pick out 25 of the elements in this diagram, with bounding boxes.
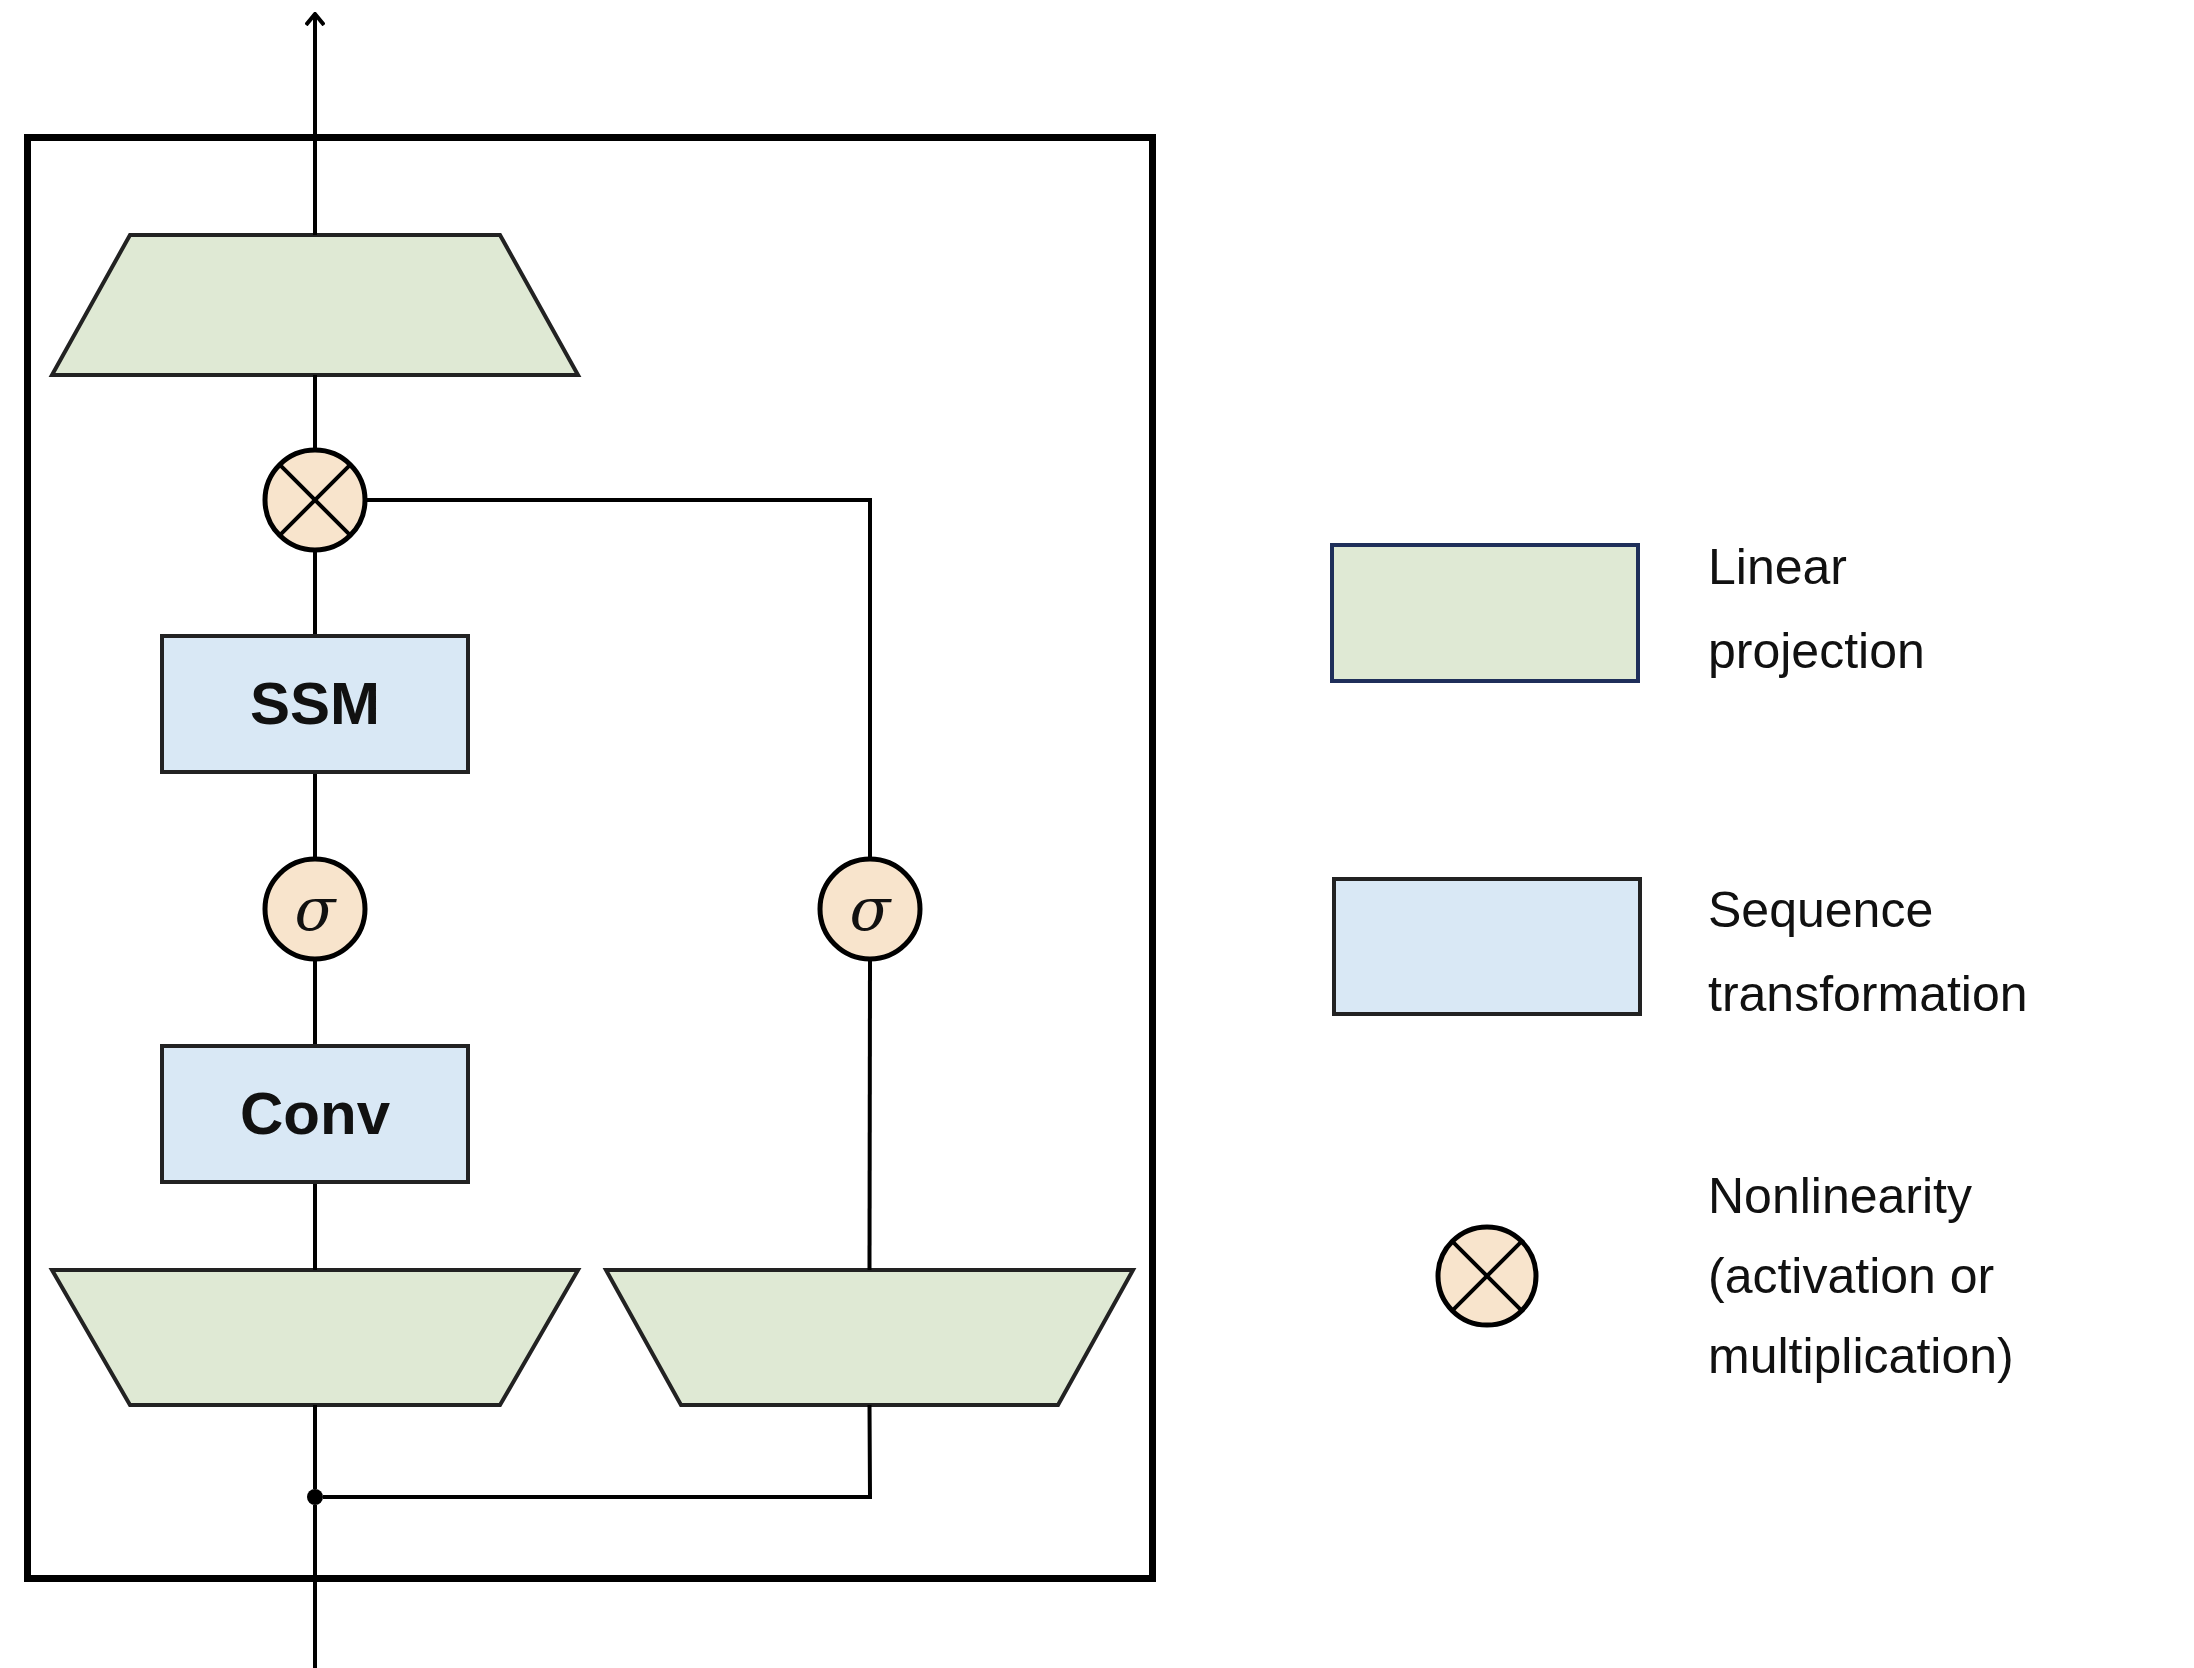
sigma-symbol: σ (849, 879, 891, 939)
box-label: Conv (240, 1084, 390, 1144)
legend-label: Linear projection (1708, 538, 1926, 681)
legend-label: Sequence transformation (1708, 881, 2029, 1024)
process-box (160, 1044, 470, 1184)
connector-line (313, 552, 317, 634)
junction-dot (307, 1489, 323, 1505)
connector-line (313, 1405, 317, 1489)
process-box (160, 634, 470, 774)
connector-line (313, 375, 317, 448)
block-frame (24, 134, 1156, 1582)
box-label: SSM (250, 674, 380, 734)
connector-line (867, 961, 872, 1270)
multiply-circle (263, 448, 367, 552)
sigma-circle (818, 857, 922, 961)
sigma-circle (263, 857, 367, 961)
connector-line (367, 498, 872, 857)
sigma-symbol: σ (294, 879, 336, 939)
connector-line (323, 1405, 872, 1499)
connector-line (304, 12, 326, 235)
connector-line (313, 1505, 317, 1668)
connector-line (313, 774, 317, 857)
legend-label: Nonlinearity (activation or multiplication) (1708, 1167, 2015, 1386)
connector-line (313, 1184, 317, 1270)
connector-line (313, 961, 317, 1044)
